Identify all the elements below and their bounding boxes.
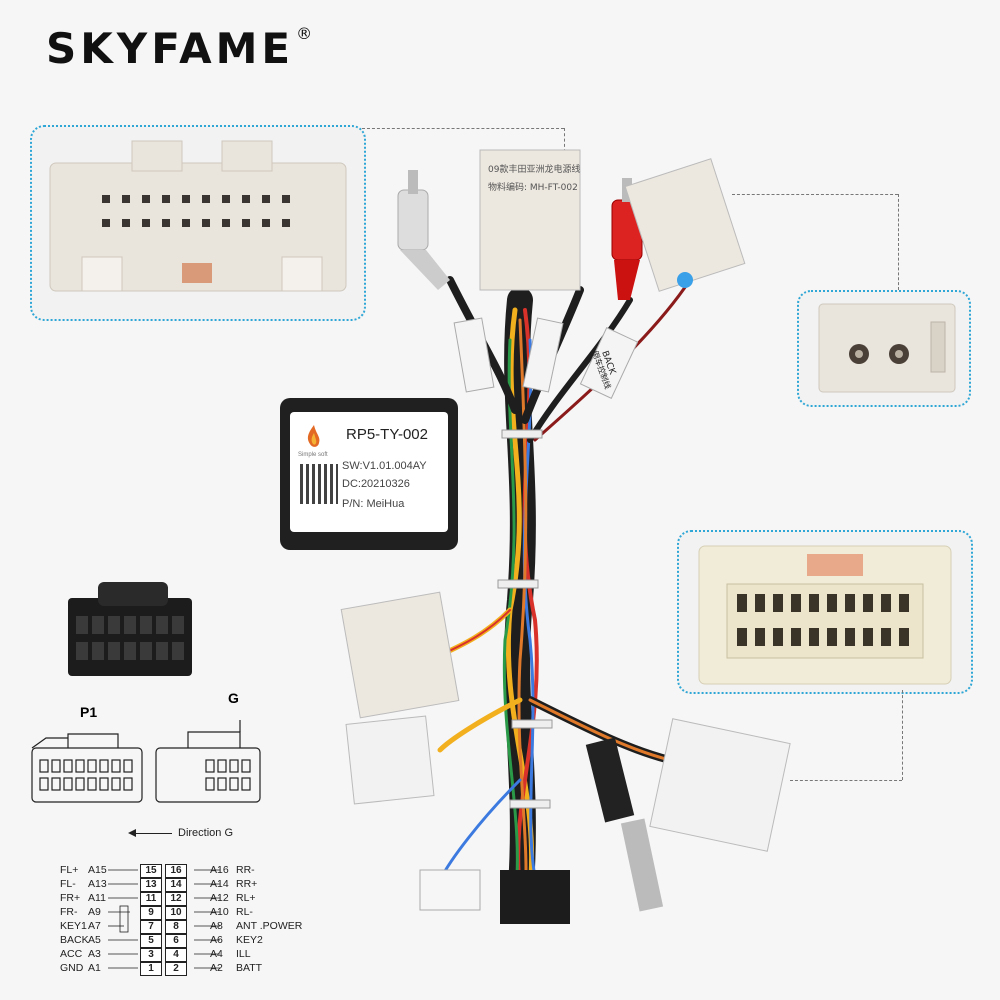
antenna-plug [585,737,664,912]
antenna-connector-top [624,158,746,292]
pin-id-right: A2 [210,962,223,974]
connector-left-upper [340,591,460,719]
connector-face-medium-illustration [698,545,952,685]
pin-id-left: A13 [88,878,107,890]
connector-face-large-illustration [49,140,347,292]
simple-soft-logo [307,425,320,447]
connector-p1-title: P1 [80,704,98,720]
pin-cell-left: 3 [140,948,162,962]
pin-cell-right: 6 [165,934,187,948]
pin-id-left: A3 [88,948,101,960]
leader-line [898,194,899,290]
rca-plug-white [397,170,450,290]
qr-code [300,464,338,504]
pin-label-left: FR- [60,906,78,918]
pin-id-right: A8 [210,920,223,932]
pin-cell-left: 15 [140,864,162,878]
connector-right [649,718,791,852]
module-maker: Simple soft [298,452,328,458]
pin-id-left: A15 [88,864,107,876]
leader-line [790,780,902,781]
pin-cell-right: 16 [165,864,187,878]
harness-tag-material: 物料编码: MH-FT-002 [488,181,578,193]
pin-label-right: RL- [236,906,253,918]
small-plug-bottom [419,869,481,911]
pin-id-right: A6 [210,934,223,946]
pin-label-left: GND [60,962,84,974]
pin-label-left: BACK [60,934,89,946]
pin-cell-left: 1 [140,962,162,976]
wiring-harness-illustration: 09款丰田亚洲龙电源线 物料编码: MH-FT-002 BACK 倒车控制线 [340,149,791,924]
pin-cell-right: 12 [165,892,187,906]
pin-label-right: KEY2 [236,934,263,946]
pin-id-left: A7 [88,920,101,932]
pin-id-left: A5 [88,934,101,946]
pin-cell-right: 14 [165,878,187,892]
module-pn: P/N: MeiHua [342,498,405,510]
module-label: Simple soft RP5-TY-002 SW:V1.01.004AY DC… [290,412,448,532]
wire-tag [522,317,564,393]
callout-connector-face-medium [677,530,973,694]
pin-label-left: FL+ [60,864,79,876]
callout-connector-face-small [797,290,971,407]
pin-cell-left: 11 [140,892,162,906]
module-part-number: RP5-TY-002 [346,426,428,443]
pinout-guides [108,869,220,969]
pin-cell-right: 8 [165,920,187,934]
pin-cell-right: 10 [165,906,187,920]
pin-label-right: RR- [236,864,255,876]
callout-connector-face-large [30,125,366,321]
leader-line [732,194,898,195]
pin-id-left: A11 [88,892,106,904]
pin-id-right: A10 [210,906,229,918]
direction-label: Direction G [178,827,234,839]
pin-id-left: A1 [88,962,101,974]
pin-label-right: ANT .POWER [236,920,303,932]
pin-cell-left: 9 [140,906,162,920]
pin-cell-left: 5 [140,934,162,948]
connector-left-lower [345,715,435,805]
pin-id-right: A4 [210,948,223,960]
iso-plug-illustration [68,582,192,676]
direction-arrow [128,829,172,837]
brand-logo: SKYFAME® [46,24,316,73]
module-date-code: DC:20210326 [342,478,410,490]
pin-cell-right: 2 [165,962,187,976]
pin-label-left: FL- [60,878,76,890]
pin-cell-left: 7 [140,920,162,934]
connector-drawings [31,720,261,803]
pin-label-right: ILL [236,948,251,960]
pin-label-left: FR+ [60,892,81,904]
leader-line [902,690,903,780]
decoder-module: Simple soft RP5-TY-002 SW:V1.01.004AY DC… [280,398,458,550]
pin-id-right: A14 [210,878,229,890]
leader-line [362,128,564,129]
leader-line [564,128,565,168]
black-plug-bottom [500,870,570,924]
pin-id-left: A9 [88,906,101,918]
pin-label-right: RR+ [236,878,258,890]
pin-label-left: ACC [60,948,83,960]
pin-id-right: A16 [210,864,229,876]
connector-g-title: G [228,690,239,706]
pin-id-right: A12 [210,892,229,904]
registered-mark: ® [296,24,317,43]
pin-cell-left: 13 [140,878,162,892]
pin-cell-right: 4 [165,948,187,962]
connector-face-small-illustration [818,303,956,393]
back-wire-tag: BACK 倒车控制线 [579,327,639,399]
pin-label-right: BATT [236,962,263,974]
pin-label-left: KEY1 [60,920,87,932]
harness-tag-main: 09款丰田亚洲龙电源线 [488,163,580,175]
module-software-version: SW:V1.01.004AY [342,460,427,472]
power-connector-top: 09款丰田亚洲龙电源线 物料编码: MH-FT-002 [479,149,581,291]
brand-name: SKYFAME [46,24,295,73]
pin-label-right: RL+ [236,892,256,904]
wire-tag [453,317,495,393]
